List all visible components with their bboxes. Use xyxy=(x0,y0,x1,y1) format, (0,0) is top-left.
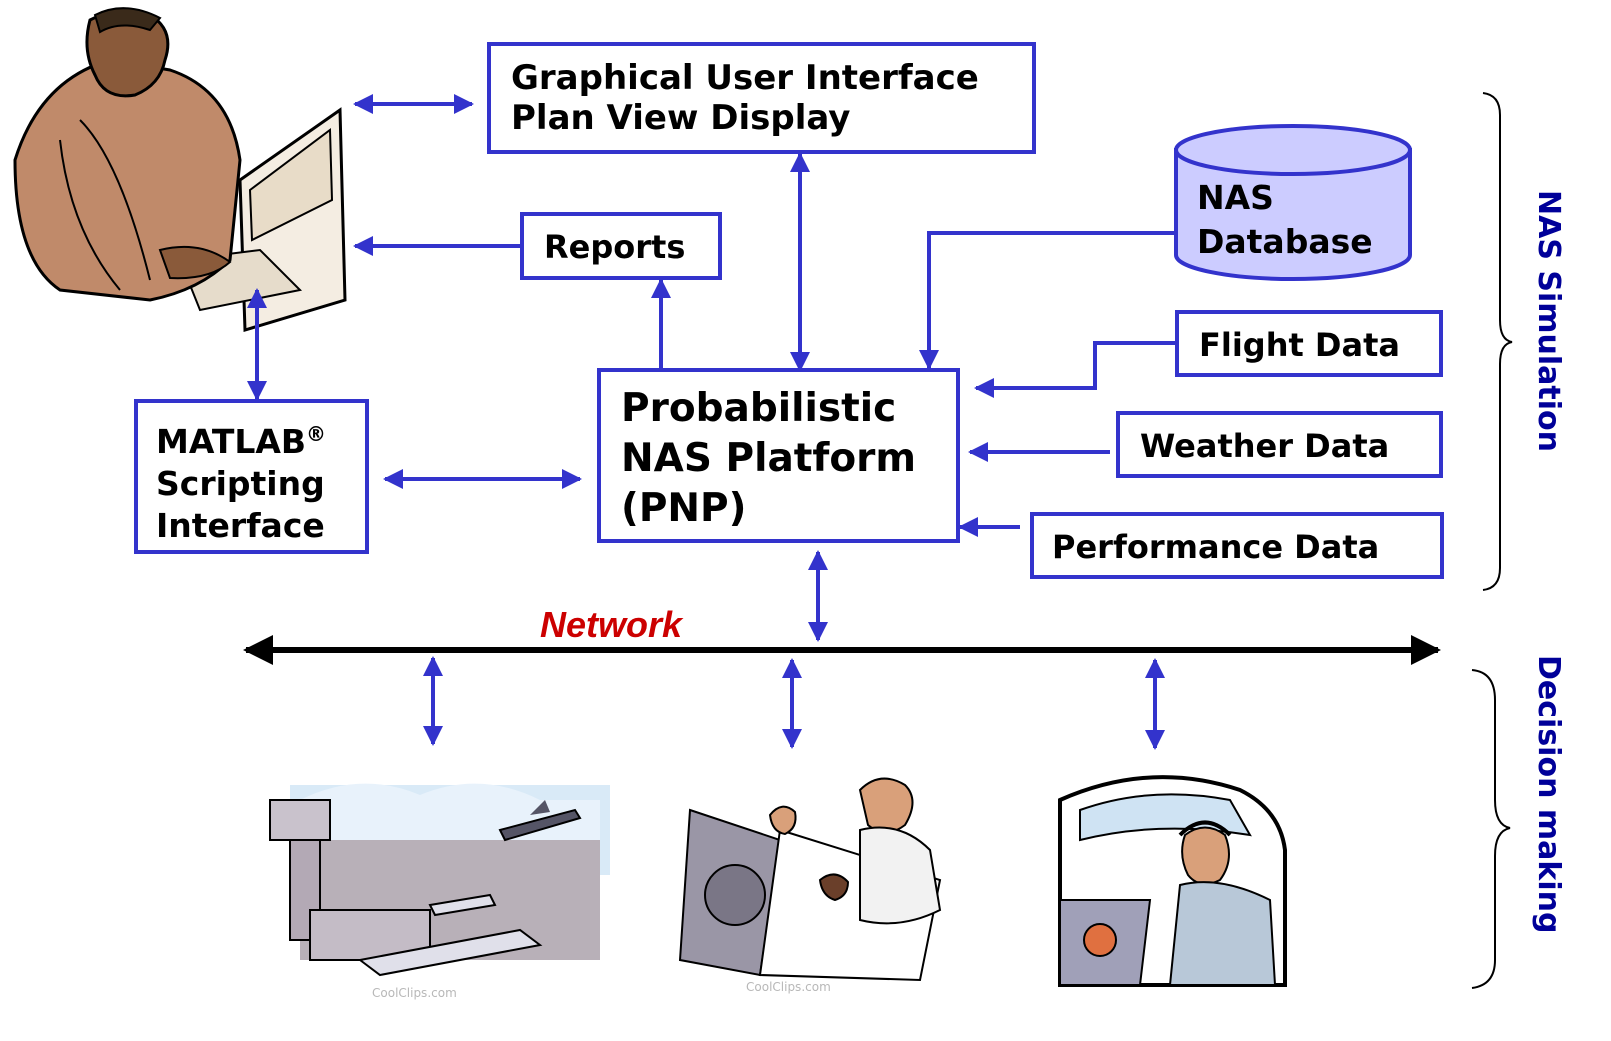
pnp-label-line2: NAS Platform xyxy=(621,436,917,481)
pilot-cockpit-icon xyxy=(1058,775,1287,987)
weather-data-label: Weather Data xyxy=(1140,427,1390,465)
nas-database-line2: Database xyxy=(1197,222,1373,261)
nas-simulation-brace xyxy=(1482,92,1513,591)
arrow-database-pnp xyxy=(919,231,1175,370)
gui-label-line2: Plan View Display xyxy=(511,98,851,138)
nas-simulation-label: NAS Simulation xyxy=(1531,190,1566,453)
decision-making-brace xyxy=(1471,669,1511,989)
pnp-box: Probabilistic NAS Platform (PNP) xyxy=(597,368,960,543)
pnp-label-line3: (PNP) xyxy=(621,486,747,531)
decision-making-label: Decision making xyxy=(1531,655,1566,934)
watermark-controllers: CoolClips.com xyxy=(746,980,831,994)
nas-database-cylinder xyxy=(1174,124,1412,281)
network-label: Network xyxy=(540,604,683,645)
flight-data-label: Flight Data xyxy=(1199,326,1400,364)
matlab-label-line1: MATLAB® xyxy=(156,413,365,463)
gui-label-line1: Graphical User Interface xyxy=(511,58,979,98)
reports-label: Reports xyxy=(544,228,686,266)
weather-data-box: Weather Data xyxy=(1116,411,1443,478)
operator-at-computer-icon xyxy=(13,7,347,332)
nas-database-label: NAS Database xyxy=(1197,176,1373,264)
pnp-label-line1: Probabilistic xyxy=(621,386,897,431)
matlab-registered-mark: ® xyxy=(306,422,327,446)
matlab-label-line3: Interface xyxy=(156,506,325,545)
performance-data-label: Performance Data xyxy=(1052,528,1380,566)
gui-box: Graphical User Interface Plan View Displ… xyxy=(487,42,1036,154)
matlab-box: MATLAB® Scripting Interface xyxy=(134,399,369,554)
connectors xyxy=(247,94,1175,750)
nas-database-line1: NAS xyxy=(1197,178,1274,217)
watermark-airport: CoolClips.com xyxy=(372,986,457,1000)
matlab-label-line2: Scripting xyxy=(156,464,325,503)
flight-data-box: Flight Data xyxy=(1175,310,1443,377)
arrow-flight-pnp xyxy=(974,341,1175,398)
performance-data-box: Performance Data xyxy=(1030,512,1444,579)
matlab-label: MATLAB xyxy=(156,422,307,461)
airport-tower-icon xyxy=(269,783,610,977)
air-traffic-controllers-icon xyxy=(678,777,942,982)
reports-box: Reports xyxy=(520,212,722,280)
